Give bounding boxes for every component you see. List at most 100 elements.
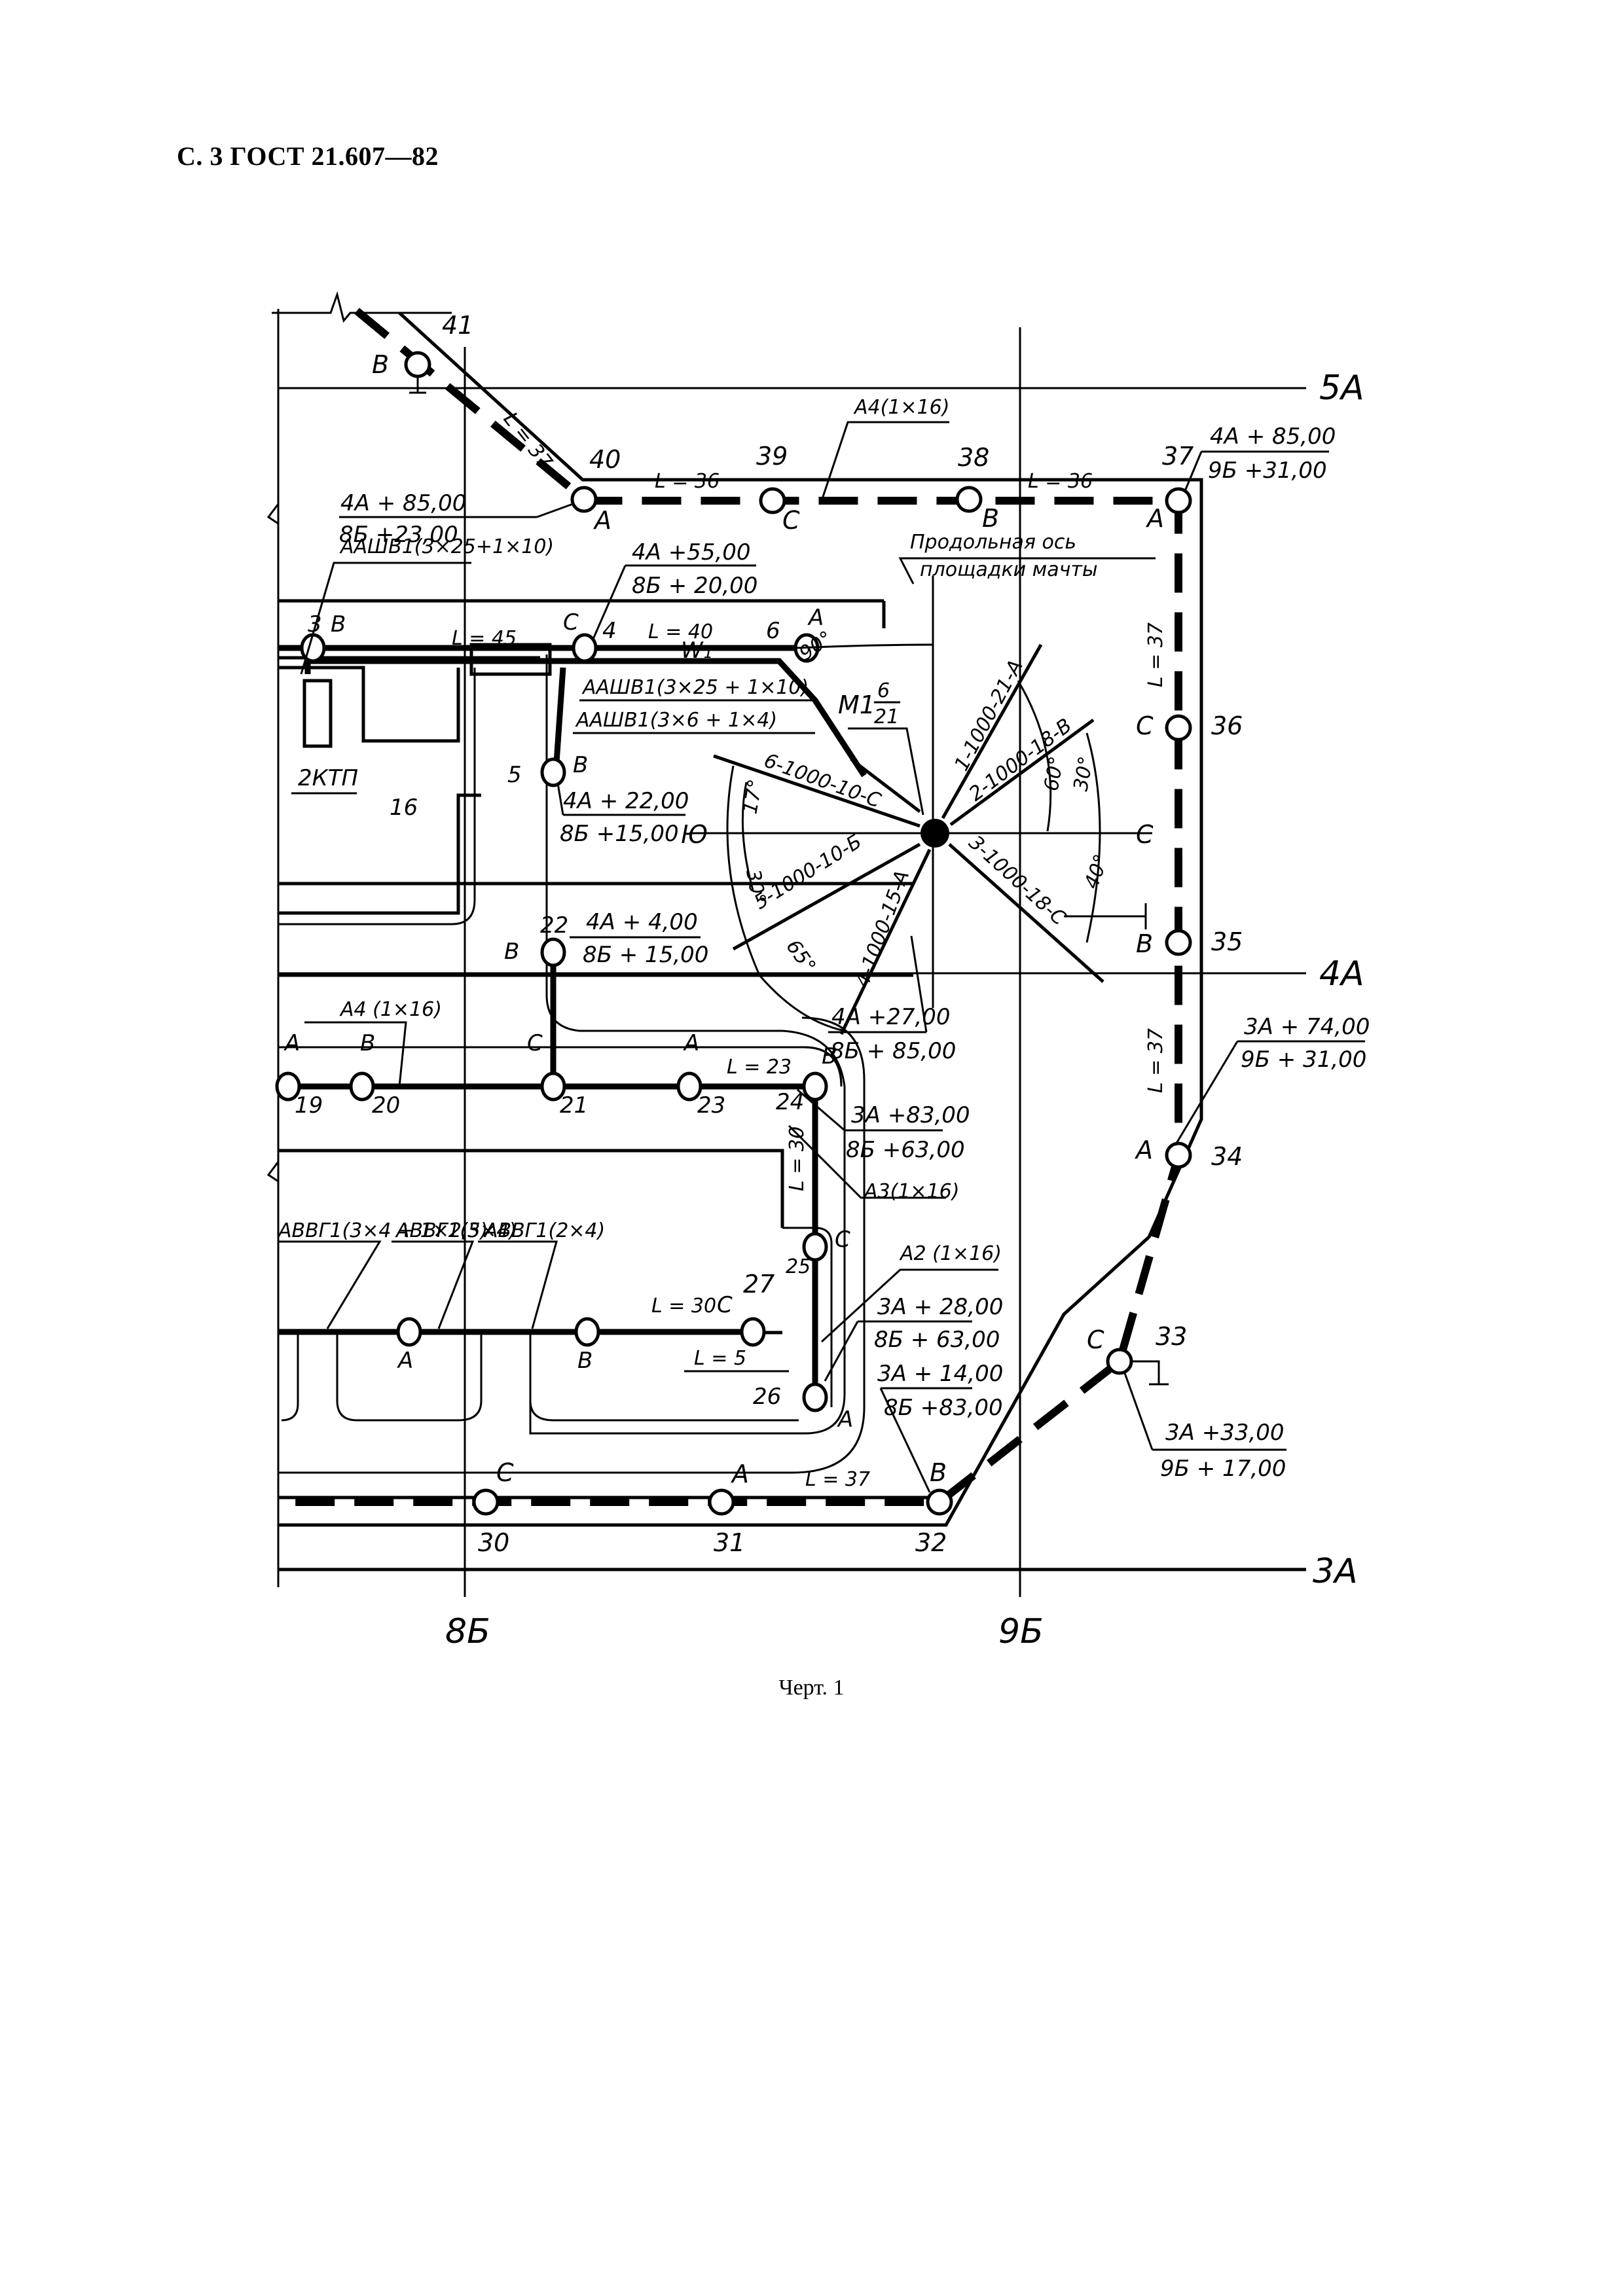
angle-arc	[726, 765, 845, 1032]
figure-caption: Черт. 1	[778, 1676, 845, 1700]
cable-line-w1-branch	[553, 667, 566, 763]
pole-33-number: 33	[1156, 1322, 1187, 1351]
axis-5A-label: 5А	[1319, 368, 1364, 408]
cable-label-a2: А2 (1×16)	[899, 1242, 1002, 1265]
angle-label: 30°	[741, 867, 770, 905]
pole-23[interactable]	[676, 1071, 702, 1102]
mast-label: М1	[838, 691, 875, 719]
pole-6-number: 6	[766, 618, 780, 644]
cable-label-a4-mid: А4 (1×16)	[339, 998, 442, 1021]
ktp-label: 2КТП	[298, 765, 358, 791]
pole-41[interactable]	[404, 351, 431, 378]
pole-30[interactable]	[472, 1488, 500, 1516]
svg-text:4А + 4,00: 4А + 4,00	[586, 909, 698, 935]
pole-21[interactable]	[540, 1071, 566, 1102]
pole-24[interactable]	[802, 1071, 828, 1102]
svg-text:4А +27,00: 4А +27,00	[831, 1004, 951, 1030]
w1-line-to-mast	[850, 758, 921, 813]
coord-callout: 4А +55,00 8Б + 20,00	[588, 539, 757, 649]
pole-34-number: 34	[1211, 1142, 1243, 1171]
svg-text:4А + 85,00: 4А + 85,00	[340, 490, 466, 516]
cable-label-aashv-top: ААШВ1(3×25+1×10)	[339, 535, 554, 558]
page-header: С. 3 ГОСТ 21.607—82	[177, 141, 439, 171]
svg-text:9Б + 17,00: 9Б + 17,00	[1160, 1456, 1286, 1482]
beam-label-4: 4-1000-15-А	[851, 867, 915, 990]
pole-phase-label: В	[577, 1348, 593, 1374]
pole-23-phase: А	[683, 1030, 699, 1056]
pole-19[interactable]	[275, 1071, 301, 1102]
length-label: L = 37	[805, 1468, 870, 1491]
pole-20-phase: В	[360, 1030, 375, 1056]
svg-text:3А + 74,00: 3А + 74,00	[1244, 1014, 1370, 1040]
pole-39[interactable]	[759, 487, 786, 514]
svg-text:8Б + 63,00: 8Б + 63,00	[874, 1327, 1000, 1353]
pole-38-phase: В	[982, 504, 999, 533]
svg-text:9Б +31,00: 9Б +31,00	[1208, 457, 1327, 484]
coord-callout: 3А + 14,00 8Б +83,00	[877, 1361, 1003, 1493]
pole-35-phase: В	[1136, 929, 1153, 958]
coord-callout: 4А + 4,00 8Б + 15,00	[570, 909, 708, 968]
pole-31[interactable]	[708, 1488, 735, 1516]
pole-24-number: 24	[776, 1089, 804, 1115]
coord-callout: 3А + 74,00 9Б + 31,00	[1174, 1014, 1370, 1146]
pole-22[interactable]	[540, 937, 566, 967]
pole-27-number: 27	[743, 1270, 775, 1299]
pole-unnumbered-b[interactable]	[574, 1317, 600, 1347]
floodlight-mast: Ю С М1 6 21 Продольная ось площадки мачт…	[681, 531, 1156, 1035]
svg-text:8Б + 85,00: 8Б + 85,00	[830, 1038, 956, 1064]
angle-label: 65°	[781, 936, 820, 978]
svg-text:4А + 22,00: 4А + 22,00	[563, 788, 689, 814]
pole-20[interactable]	[349, 1071, 375, 1102]
roads-and-buildings: 2КТП 16	[278, 599, 913, 1474]
pole-25-number: 25	[786, 1255, 811, 1278]
mast-icon[interactable]	[921, 819, 949, 848]
pole-37[interactable]	[1165, 487, 1192, 514]
cable-line-w1	[304, 658, 867, 778]
pole-34[interactable]	[1165, 1141, 1192, 1169]
pole-32[interactable]	[926, 1488, 953, 1516]
beam-label-6: 6-1000-10-С	[761, 749, 884, 813]
pole-27[interactable]	[740, 1317, 766, 1347]
pole-32-number: 32	[915, 1528, 947, 1557]
axis-9B-label: 9Б	[998, 1612, 1044, 1651]
pole-27-phase: С	[717, 1292, 733, 1318]
pole-31-phase: А	[730, 1460, 749, 1488]
pole-36[interactable]	[1165, 714, 1192, 742]
ground-stem	[1131, 1360, 1160, 1384]
pole-38[interactable]	[955, 486, 983, 513]
pole-4[interactable]	[572, 633, 598, 663]
pole-4-phase: С	[563, 609, 579, 636]
pole-26[interactable]	[802, 1382, 828, 1412]
cable-label-avvg1: АВВГ1(3×4 + 1×2,5)	[277, 1219, 488, 1242]
coordinate-callouts: 4А + 85,00 8Б +23,00 4А + 85,00 9Б +31,0…	[339, 423, 1370, 1493]
pole-30-number: 30	[478, 1528, 509, 1557]
pole-40-number: 40	[589, 445, 621, 474]
length-label: L = 36	[1028, 470, 1093, 493]
pole-33[interactable]	[1106, 1348, 1133, 1375]
cable-label-aashv-w1b: ААШВ1(3×6 + 1×4)	[575, 709, 777, 732]
axis-8B-label: 8Б	[445, 1612, 490, 1651]
length-label: L = 37	[1144, 1028, 1167, 1093]
pole-unnumbered-a[interactable]	[396, 1317, 422, 1347]
length-label: L = 40	[648, 620, 713, 643]
svg-text:8Б +83,00: 8Б +83,00	[884, 1395, 1003, 1421]
pole-39-phase: С	[782, 506, 800, 535]
pole-5[interactable]	[540, 757, 566, 787]
pole-40[interactable]	[570, 486, 598, 513]
cable-lines	[278, 645, 867, 1401]
break-mark-left-2	[266, 1161, 280, 1183]
cable-label-a4-top: А4(1×16)	[853, 396, 949, 419]
svg-text:3А + 28,00: 3А + 28,00	[877, 1294, 1003, 1320]
pole-37-number: 37	[1162, 442, 1194, 471]
length-label: L = 30	[651, 1295, 716, 1318]
mast-axis-note-1: Продольная ось	[910, 531, 1076, 554]
beam-arrow-4	[839, 848, 932, 1035]
pole-31-number: 31	[714, 1528, 745, 1557]
cable-labels: А4(1×16) ААШВ1(3×25+1×10) ААШВ1(3×25 + 1…	[277, 396, 1002, 1372]
axis-grid: 5А 4А 3А 8Б 9Б	[266, 291, 1364, 1651]
length-label: L = 5	[694, 1347, 746, 1370]
svg-text:9Б + 31,00: 9Б + 31,00	[1241, 1047, 1366, 1073]
pole-25[interactable]	[802, 1232, 828, 1262]
pole-35[interactable]	[1165, 929, 1192, 956]
